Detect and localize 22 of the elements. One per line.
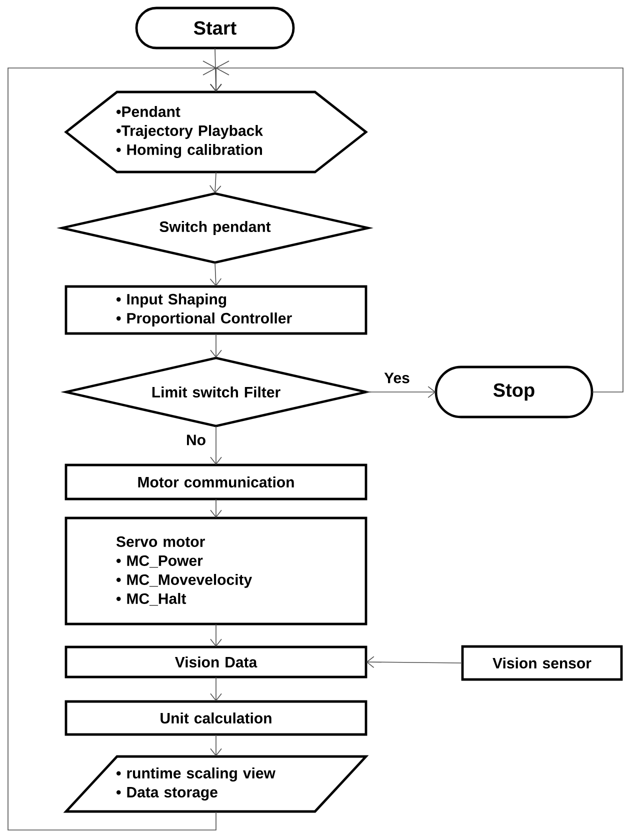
arrow bbox=[209, 172, 222, 194]
edge-label: No bbox=[185, 434, 207, 446]
start-terminal: Start bbox=[135, 6, 295, 50]
arrow bbox=[210, 734, 222, 756]
process-box: Vision sensor bbox=[461, 645, 623, 681]
process-box: • Input Shaping • Proportional Controller bbox=[64, 285, 368, 335]
arrow bbox=[210, 624, 222, 647]
arrow bbox=[366, 656, 463, 668]
arrow bbox=[210, 333, 222, 358]
edge-label: Yes bbox=[383, 372, 411, 384]
process-box: Motor communication bbox=[64, 464, 368, 500]
arrow bbox=[210, 262, 222, 286]
arrow bbox=[210, 426, 222, 465]
arrow bbox=[210, 676, 222, 702]
process-box: Vision Data bbox=[64, 646, 368, 678]
arrow bbox=[366, 386, 436, 398]
stop-terminal: Stop bbox=[434, 366, 594, 418]
process-box: Unit calculation bbox=[64, 700, 368, 736]
arrow bbox=[210, 498, 222, 518]
arrow bbox=[8, 60, 222, 830]
process-box: Servo motor • MC_Power • MC_Movevelocity • MC_Halt bbox=[64, 516, 368, 626]
arrow bbox=[210, 48, 222, 92]
